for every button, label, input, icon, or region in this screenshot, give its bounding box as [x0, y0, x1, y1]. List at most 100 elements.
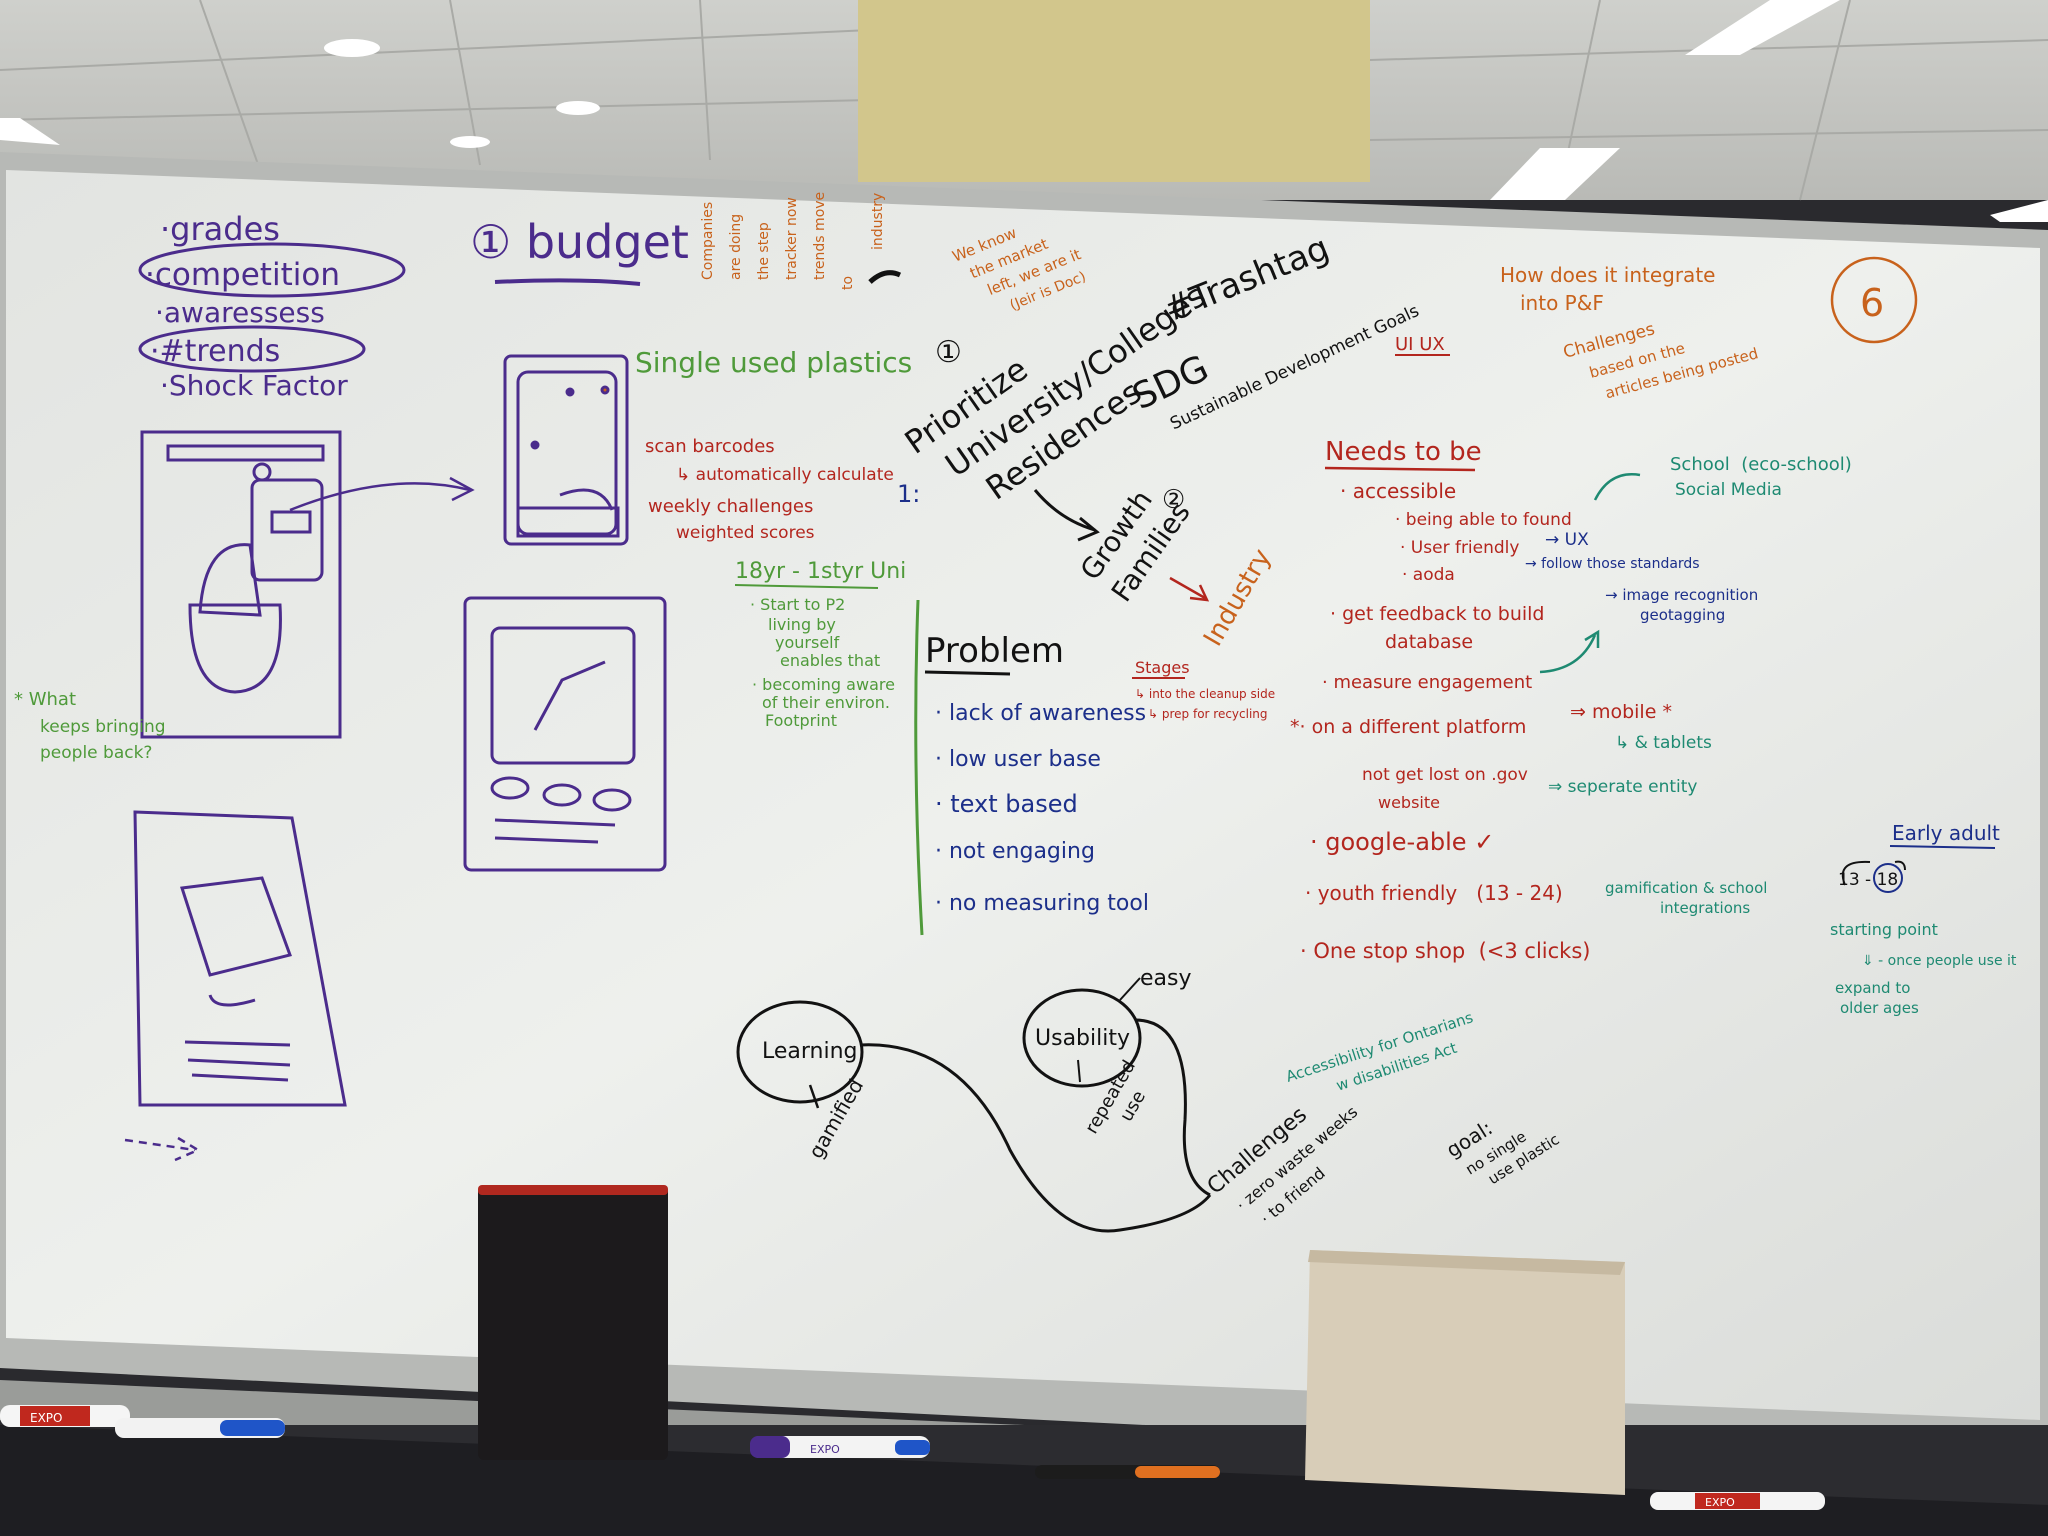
eraser-black: [478, 1185, 668, 1460]
needs-accessible: · accessible: [1340, 479, 1456, 503]
svg-text:trends move: trends move: [812, 192, 828, 280]
list-trends: ·#trends: [150, 334, 280, 369]
marker-blue: [115, 1418, 285, 1438]
svg-text:industry: industry: [870, 193, 886, 250]
whiteboard-surface: [6, 170, 2040, 1420]
phone-sketch-2: [503, 354, 629, 546]
early-start1: starting point: [1830, 920, 1938, 939]
marker-red: EXPO: [0, 1405, 130, 1427]
needs-image: → image recognition: [1605, 586, 1758, 604]
age-title: 18yr - 1styr Uni: [735, 559, 906, 584]
early-underline: [1889, 845, 1996, 849]
needs-feedback: · get feedback to build: [1330, 603, 1544, 625]
needs-google: · google-able ✓: [1310, 828, 1494, 856]
early-start2: ⇓ - once people use it: [1862, 953, 2017, 969]
svg-text:the step: the step: [756, 222, 772, 280]
scan-barcodes: scan barcodes: [645, 436, 775, 457]
number-six: 6: [1860, 281, 1884, 325]
growth-number: ②: [1162, 485, 1185, 515]
needs-gamif1: gamification & school: [1605, 879, 1767, 897]
svg-text:tracker now: tracker now: [784, 197, 800, 280]
age-line1b: living by: [768, 615, 836, 634]
svg-text:EXPO: EXPO: [810, 1443, 840, 1456]
problem-item-1: · lack of awareness: [935, 701, 1146, 726]
ceiling-light-right: [1685, 0, 1840, 55]
problem-title: Problem: [925, 631, 1064, 671]
phone-sketch-4: [133, 810, 347, 1107]
single-use-heading: Single used plastics: [635, 346, 912, 379]
list-awareness: ·awaressess: [155, 296, 325, 329]
problem-underline: [924, 670, 1011, 676]
needs-tablets: ↳ & tablets: [1615, 733, 1712, 753]
stages-title: Stages: [1135, 658, 1190, 677]
age-line1d: enables that: [780, 651, 880, 670]
needs-friendly: · User friendly: [1400, 538, 1519, 558]
arrow-to-industry: [1169, 576, 1210, 602]
budget-notes: Companies are doing the step tracker now…: [700, 192, 886, 290]
learning-label: Learning: [762, 1039, 858, 1064]
dashed-arrow: [124, 1136, 201, 1162]
what-keeps-2: keeps bringing: [40, 717, 166, 737]
circle-trends: [138, 325, 366, 373]
needs-not-lost: not get lost on .gov: [1362, 765, 1528, 785]
arrow-head: [449, 476, 475, 502]
usability-label: Usability: [1035, 1026, 1130, 1051]
needs-database: database: [1385, 631, 1473, 653]
list-grades: ·grades: [160, 210, 280, 248]
circle-competition: [138, 242, 406, 298]
problem-item-4: · not engaging: [935, 839, 1095, 864]
needs-platform: *· on a different platform: [1290, 716, 1526, 738]
svg-text:to: to: [840, 276, 856, 290]
age-line2c: Footprint: [765, 711, 837, 730]
early-title: Early adult: [1892, 821, 2000, 845]
needs-measure: · measure engagement: [1322, 672, 1532, 693]
ceiling-light-left: [0, 118, 60, 145]
early-range: 13 - 18: [1838, 870, 1898, 890]
needs-underline: [1324, 466, 1476, 472]
needs-onestop: · One stop shop (<3 clicks): [1300, 939, 1590, 963]
svg-text:are doing: are doing: [728, 214, 744, 280]
easy-line: [1119, 977, 1141, 1001]
school-line2: Social Media: [1675, 480, 1782, 500]
age-line1a: · Start to P2: [750, 595, 845, 614]
usability-stem: [1077, 1059, 1081, 1083]
needs-found: · being able to found: [1395, 510, 1572, 530]
prioritize-number: ①: [935, 335, 962, 370]
ceiling-spot: [450, 136, 490, 148]
arrow-measure: [1539, 629, 1600, 674]
list-shock: ·Shock Factor: [160, 369, 348, 402]
black-dash: [868, 270, 902, 284]
early-expand1: expand to: [1835, 979, 1910, 997]
usability-circle: [1022, 988, 1142, 1088]
ceiling-light-mid: [1490, 148, 1620, 200]
svg-text:EXPO: EXPO: [1705, 1496, 1735, 1509]
ceiling-spot: [556, 101, 600, 115]
integrate-line1: How does it integrate: [1500, 263, 1715, 287]
school-line1: School (eco-school): [1670, 454, 1852, 475]
needs-ux: → UX: [1545, 530, 1589, 550]
ceiling-light-far: [1990, 200, 2048, 222]
problem-item-3: · text based: [935, 790, 1078, 818]
marker-purple: EXPO: [750, 1436, 930, 1458]
needs-website: website: [1378, 793, 1440, 812]
ceiling-spot: [324, 39, 380, 57]
age-line2a: · becoming aware: [752, 675, 895, 694]
svg-text:EXPO: EXPO: [30, 1411, 62, 1425]
age-line2b: of their environ.: [762, 693, 890, 712]
circle-six: [1830, 256, 1918, 344]
arrow-to-growth: [1033, 489, 1100, 542]
side-mark: 1:: [897, 480, 920, 508]
learning-stem: [808, 1084, 820, 1109]
arrow-to-phone: [289, 482, 471, 512]
usability-tail: [1134, 1018, 1211, 1197]
svg-text:Companies: Companies: [700, 202, 716, 280]
phone-sketch-3: [463, 596, 667, 872]
needs-mobile: ⇒ mobile *: [1570, 701, 1672, 723]
stages-line1: ↳ into the cleanup side: [1135, 687, 1275, 701]
pillar: [858, 0, 1370, 182]
arrow-accessible: [1593, 473, 1641, 501]
early-bracket: [1841, 860, 1906, 886]
needs-youth: · youth friendly (13 - 24): [1305, 881, 1563, 905]
auto-calc: ↳ automatically calculate: [676, 465, 894, 485]
budget-underline: [494, 278, 641, 286]
